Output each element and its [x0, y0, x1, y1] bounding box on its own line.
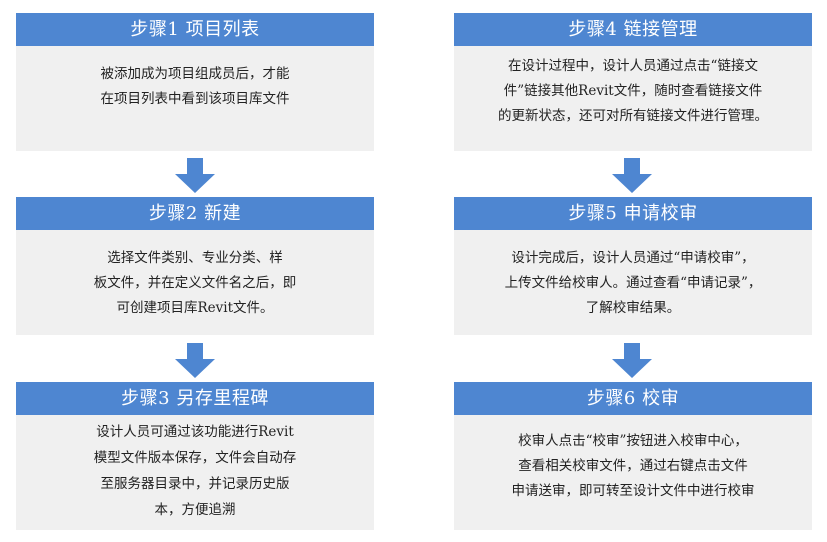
step-5-description: 设计完成后，设计人员通过“申请校审”， 上传文件给校审人。通过查看“申请记录”，… [454, 230, 812, 321]
step-4-description: 在设计过程中，设计人员通过点击“链接文 件”链接其他Revit文件，随时查看链接… [454, 46, 812, 129]
step-6-line: 申请送审，即可转至设计文件中进行校审 [511, 483, 755, 499]
step-6-line: 查看相关校审文件，通过右键点击文件 [518, 458, 748, 474]
step-3-box: 步骤3 另存里程碑 设计人员可通过该功能进行Revit 模型文件版本保存，文件会… [16, 382, 374, 530]
step-5-title: 步骤5 申请校审 [454, 197, 812, 230]
step-3-line: 设计人员可通过该功能进行Revit [96, 424, 294, 440]
step-6-description: 校审人点击“校审”按钮进入校审中心， 查看相关校审文件，通过右键点击文件 申请送… [454, 415, 812, 504]
down-arrow-icon [175, 158, 215, 193]
step-3-line: 模型文件版本保存，文件会自动存 [93, 450, 297, 466]
step-3-line: 至服务器目录中，并记录历史版 [100, 476, 290, 492]
step-6-line: 校审人点击“校审”按钮进入校审中心， [518, 433, 748, 449]
step-2-title: 步骤2 新建 [16, 197, 374, 230]
step-4-line: 在设计过程中，设计人员通过点击“链接文 [508, 58, 758, 74]
step-4-box: 步骤4 链接管理 在设计过程中，设计人员通过点击“链接文 件”链接其他Revit… [454, 13, 812, 151]
step-1-line: 被添加成为项目组成员后，才能 [100, 66, 290, 82]
step-5-line: 了解校审结果。 [585, 300, 681, 316]
step-2-description: 选择文件类别、专业分类、样 板文件，并在定义文件名之后，即 可创建项目库Revi… [16, 230, 374, 321]
step-5-box: 步骤5 申请校审 设计完成后，设计人员通过“申请校审”， 上传文件给校审人。通过… [454, 197, 812, 335]
step-2-box: 步骤2 新建 选择文件类别、专业分类、样 板文件，并在定义文件名之后，即 可创建… [16, 197, 374, 335]
step-1-box: 步骤1 项目列表 被添加成为项目组成员后，才能 在项目列表中看到该项目库文件 [16, 13, 374, 151]
step-2-line: 板文件，并在定义文件名之后，即 [93, 275, 297, 291]
step-1-description: 被添加成为项目组成员后，才能 在项目列表中看到该项目库文件 [16, 46, 374, 112]
down-arrow-icon [175, 343, 215, 378]
step-6-box: 步骤6 校审 校审人点击“校审”按钮进入校审中心， 查看相关校审文件，通过右键点… [454, 382, 812, 530]
down-arrow-icon [612, 343, 652, 378]
step-2-line: 可创建项目库Revit文件。 [116, 300, 274, 316]
step-5-line: 上传文件给校审人。通过查看“申请记录”， [504, 275, 762, 291]
step-4-line: 的更新状态，还可对所有链接文件进行管理。 [498, 108, 768, 124]
step-3-description: 设计人员可通过该功能进行Revit 模型文件版本保存，文件会自动存 至服务器目录… [16, 415, 374, 523]
step-5-line: 设计完成后，设计人员通过“申请校审”， [511, 250, 755, 266]
step-2-line: 选择文件类别、专业分类、样 [107, 250, 283, 266]
step-3-title: 步骤3 另存里程碑 [16, 382, 374, 415]
step-4-title: 步骤4 链接管理 [454, 13, 812, 46]
step-3-line: 本，方便追溯 [154, 502, 236, 518]
step-6-title: 步骤6 校审 [454, 382, 812, 415]
step-1-title: 步骤1 项目列表 [16, 13, 374, 46]
step-1-line: 在项目列表中看到该项目库文件 [100, 91, 290, 107]
down-arrow-icon [612, 158, 652, 193]
step-4-line: 件”链接其他Revit文件，随时查看链接文件 [503, 83, 763, 99]
